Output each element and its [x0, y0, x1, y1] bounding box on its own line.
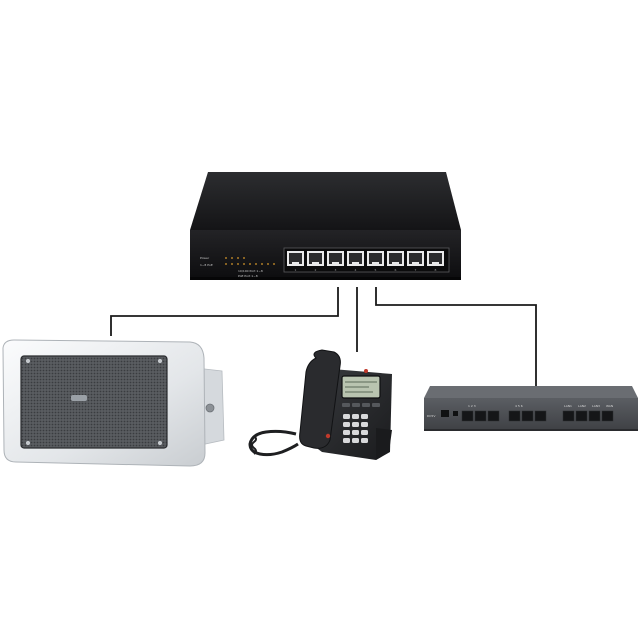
phone-key	[352, 422, 359, 427]
switch-port: 6	[387, 251, 404, 272]
phone-key	[352, 438, 359, 443]
switch-port: 3	[327, 251, 344, 272]
phone-key	[361, 422, 368, 427]
gateway-label-group1: 1 2 3	[468, 404, 476, 408]
phone-key	[352, 414, 359, 419]
gateway-label-lan2: LAN2	[578, 404, 586, 408]
phone-key	[361, 438, 368, 443]
switch-port-number: 8	[435, 268, 437, 272]
switch-port-number: 4	[355, 268, 357, 272]
switch-label-ports: 10/100 Port 1~8	[238, 269, 263, 273]
gateway-port	[588, 410, 601, 422]
gateway-port	[562, 410, 575, 422]
switch-port-number: 7	[415, 268, 417, 272]
phone-softkey	[362, 403, 370, 407]
switch-label-poe-ports: PoE Port 1~8	[238, 274, 258, 278]
poe-switch: 1 2 3 4 5 6 7 8	[190, 172, 461, 280]
horn-speaker	[2, 339, 225, 467]
switch-port: 5	[367, 251, 384, 272]
phone-keypad	[342, 403, 380, 443]
gateway-label-wan: WAN	[606, 404, 614, 408]
phone-key	[343, 438, 350, 443]
speaker-badge	[71, 395, 87, 401]
gateway-label-dc: DC5V	[427, 414, 436, 418]
switch-label-power: Power	[200, 256, 210, 260]
phone-softkey	[352, 403, 360, 407]
switch-port-number: 5	[375, 268, 377, 272]
phone-softkey	[342, 403, 350, 407]
switch-port: 4	[347, 251, 364, 272]
phone-key	[352, 430, 359, 435]
switch-port-group: 1 2 3 4 5 6 7 8	[287, 251, 444, 272]
phone-key	[343, 414, 350, 419]
phone-key	[361, 414, 368, 419]
gateway-port	[521, 410, 534, 422]
gateway-port	[508, 410, 521, 422]
switch-label-poe: 1~8 PoE	[200, 263, 213, 267]
switch-port: 1	[287, 251, 304, 272]
phone-key	[343, 430, 350, 435]
switch-port-number: 3	[335, 268, 337, 272]
gateway-label-lan1: LAN1	[564, 404, 572, 408]
ip-phone	[248, 349, 392, 460]
phone-key	[343, 422, 350, 427]
phone-softkey	[372, 403, 380, 407]
gateway-port-group	[461, 410, 614, 422]
voip-gateway	[424, 386, 638, 431]
switch-port: 8	[427, 251, 444, 272]
switch-port-number: 1	[295, 268, 297, 272]
switch-port-number: 2	[315, 268, 317, 272]
link-switch-gateway	[375, 287, 537, 386]
gateway-port	[575, 410, 588, 422]
gateway-port	[487, 410, 500, 422]
switch-port: 7	[407, 251, 424, 272]
phone-key	[361, 430, 368, 435]
switch-port-number: 6	[395, 268, 397, 272]
switch-port: 2	[307, 251, 324, 272]
gateway-port	[461, 410, 474, 422]
switch-led-group	[225, 257, 275, 265]
gateway-port	[534, 410, 547, 422]
gateway-port	[474, 410, 487, 422]
gateway-port	[601, 410, 614, 422]
gateway-label-group2: 4 5 6	[515, 404, 523, 408]
gateway-label-lan3: LAN3	[592, 404, 600, 408]
link-switch-speaker	[110, 287, 339, 336]
